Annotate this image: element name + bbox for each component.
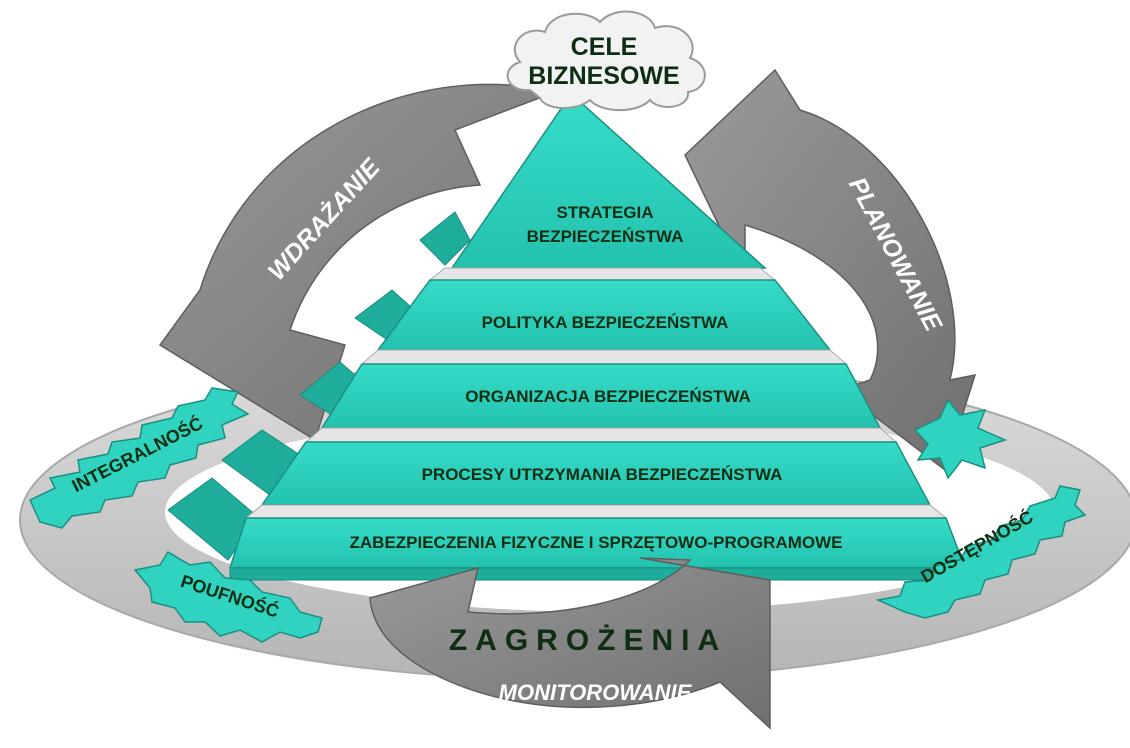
burst-decoration xyxy=(913,398,1008,480)
monitoring-arrow xyxy=(369,557,771,730)
planning-arrow xyxy=(684,68,977,472)
availability-badge xyxy=(875,485,1087,619)
level-safeguards: ZABEZPIECZENIA FIZYCZNE I SPRZĘTOWO-PROG… xyxy=(350,533,843,552)
confidentiality-badge xyxy=(133,550,323,643)
level-strategy-line-1: STRATEGIA xyxy=(557,203,654,222)
implementation-arrow xyxy=(158,83,558,442)
pyramid xyxy=(167,99,967,581)
business-goals-cloud xyxy=(506,10,706,112)
level-strategy-line-2: BEZPIECZEŃSTWA xyxy=(527,227,684,246)
cycle-monitoring-label: MONITOROWANIE xyxy=(499,680,693,705)
level-organization: ORGANIZACJA BEZPIECZEŃSTWA xyxy=(465,387,751,406)
goal-line-2: BIZNESOWE xyxy=(528,62,679,90)
threats-label: ZAGROŻENIA xyxy=(449,624,727,657)
level-policy: POLITYKA BEZPIECZEŃSTWA xyxy=(482,313,729,332)
level-processes: PROCESY UTRZYMANIA BEZPIECZEŃSTWA xyxy=(422,465,783,484)
integrity-badge xyxy=(29,387,250,529)
goal-line-1: CELE xyxy=(571,33,638,61)
